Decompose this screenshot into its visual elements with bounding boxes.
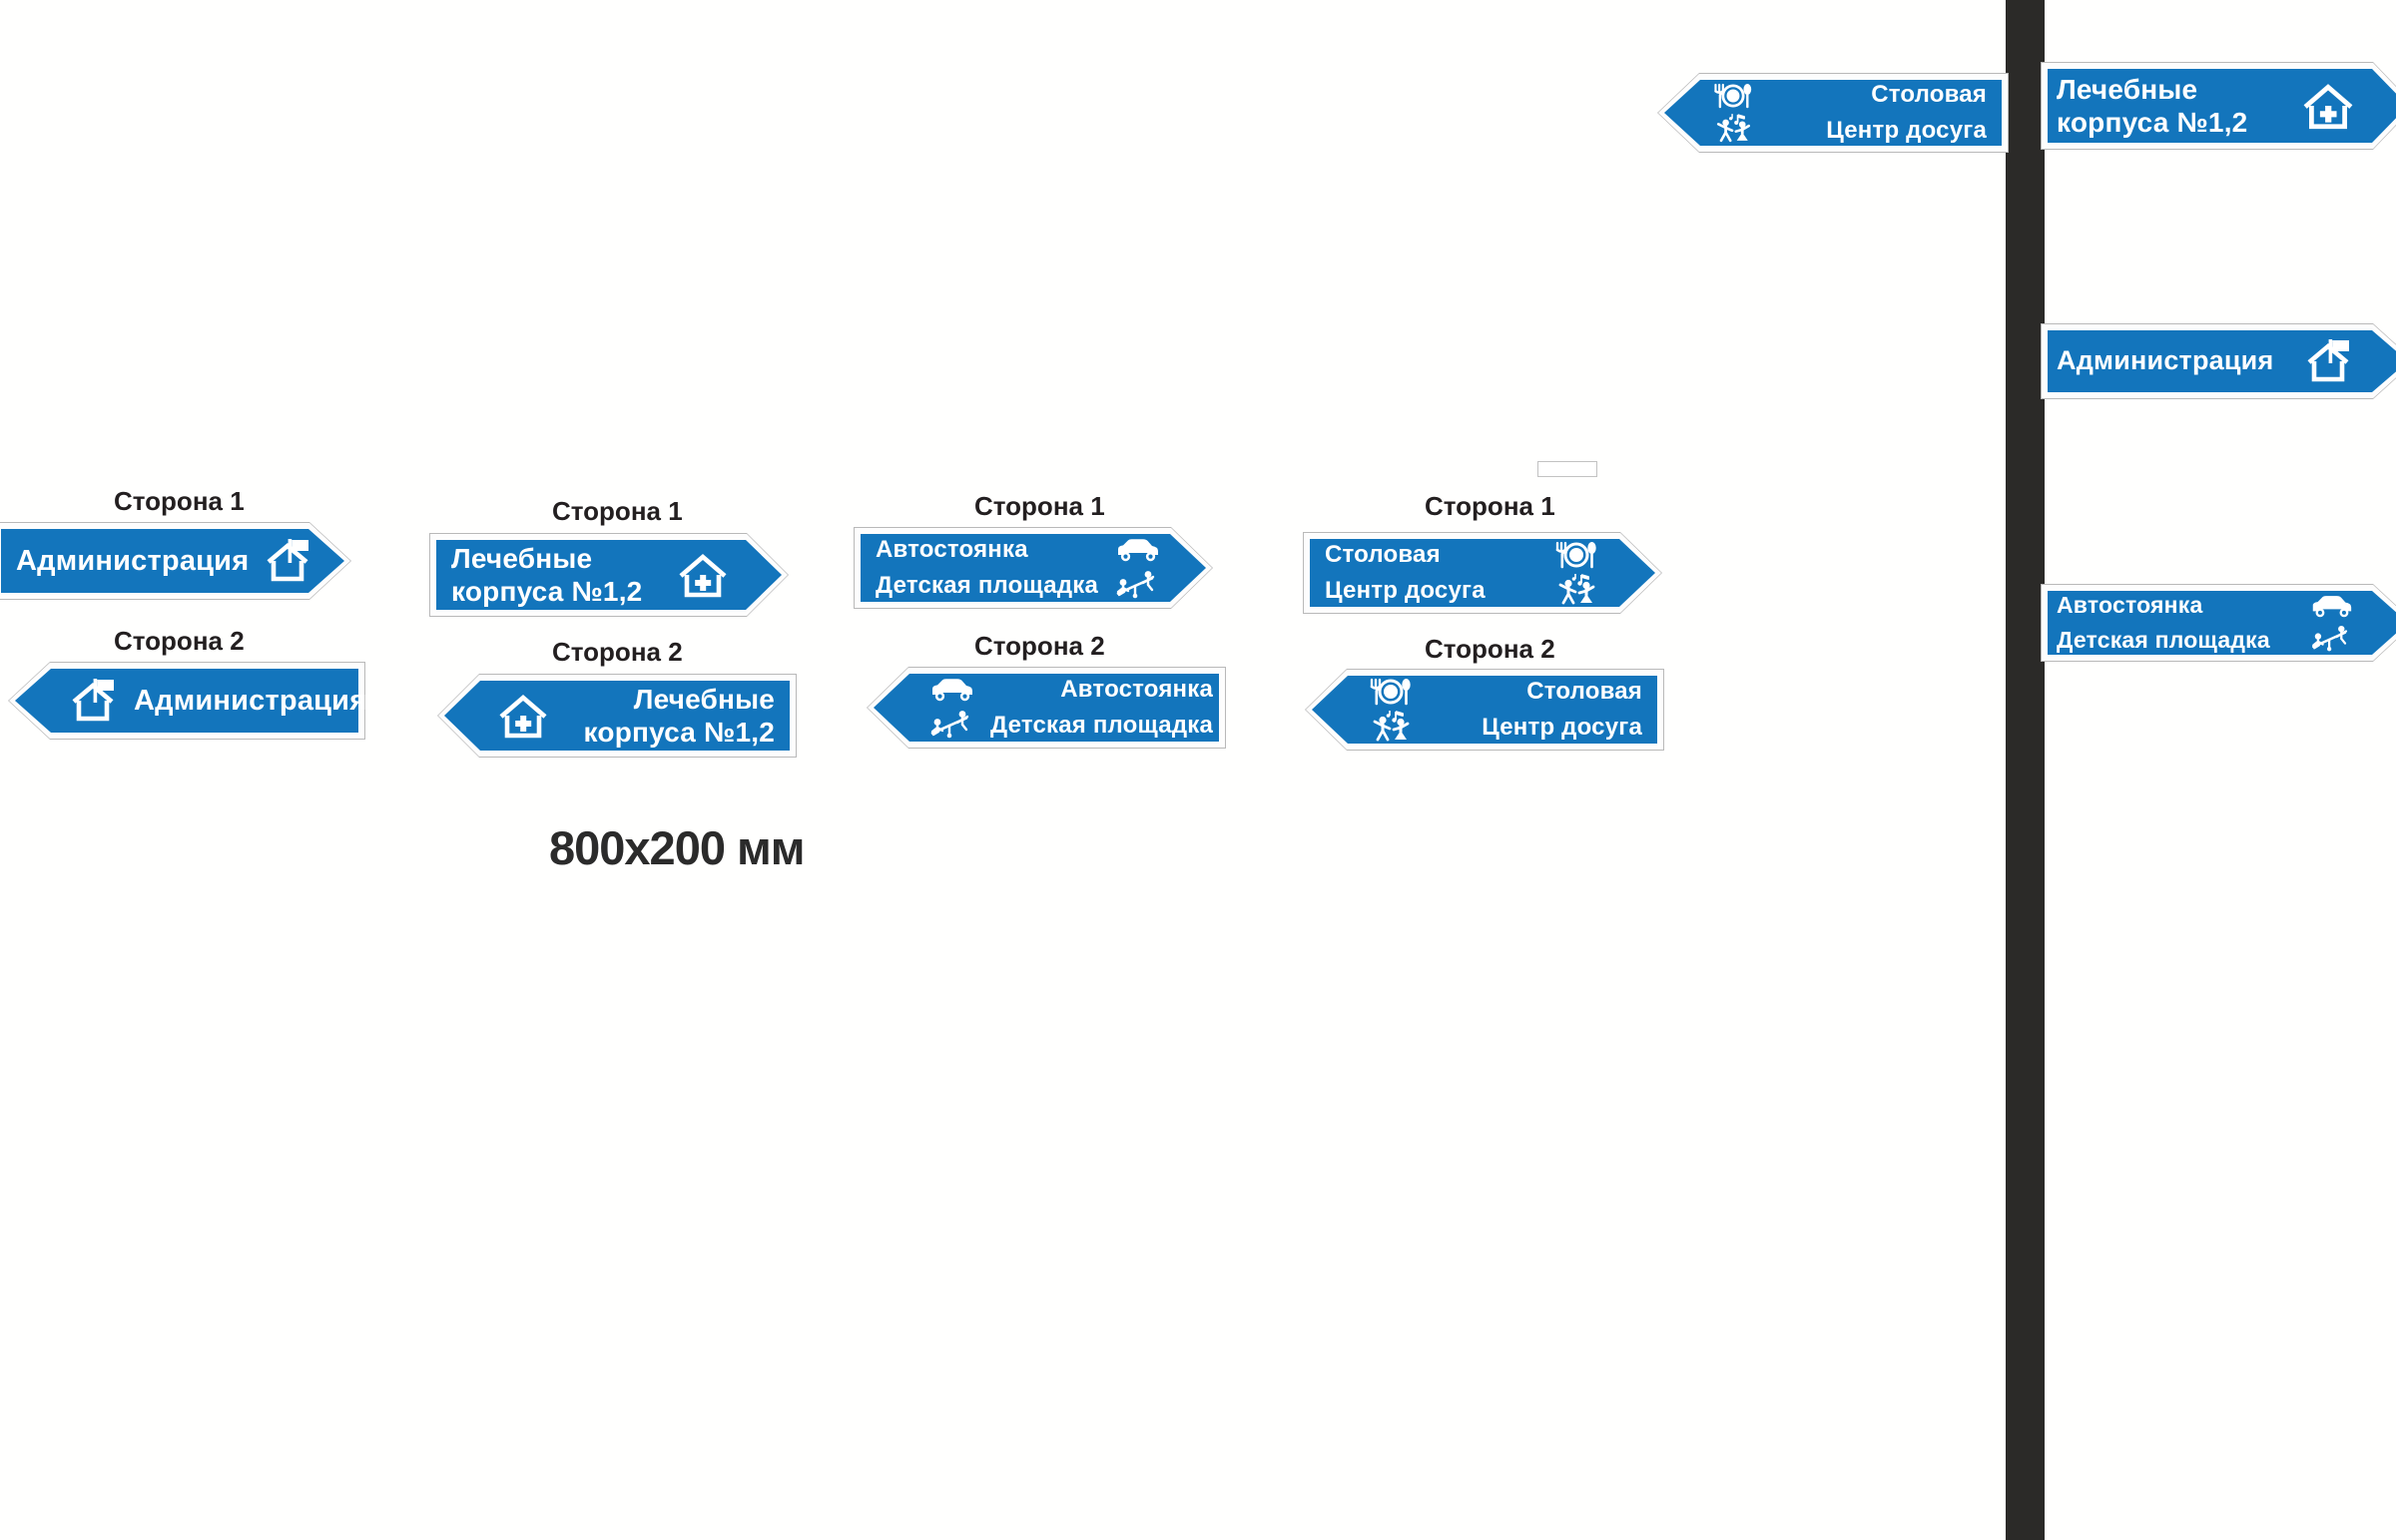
sign-icon-group bbox=[2301, 79, 2355, 133]
sign-icon-group bbox=[677, 549, 729, 601]
sign-face bbox=[1312, 676, 1657, 744]
sign-line: Автостоянка bbox=[1060, 676, 1214, 704]
sign-icon-group bbox=[1550, 541, 1602, 605]
sign-canteen-side1[interactable]: Столовая Центр досуга bbox=[1303, 532, 1662, 614]
pole-sign-parking-playground[interactable]: Автостоянка Детская площадка bbox=[2041, 584, 2396, 662]
sign-line: корпуса №1,2 bbox=[451, 576, 643, 607]
sign-line: Центр досуга bbox=[1325, 577, 1486, 604]
car-icon bbox=[1112, 537, 1162, 564]
sign-icon-group bbox=[68, 676, 120, 726]
sign-line: Администрация bbox=[2057, 345, 2274, 376]
sign-line: Лечебные bbox=[2057, 73, 2198, 105]
pole-sign-medical-buildings[interactable]: Лечебные корпуса №1,2 bbox=[2041, 62, 2396, 150]
sign-line: Центр досуга bbox=[1482, 714, 1642, 741]
dimension-label: 800x200 мм bbox=[549, 821, 806, 874]
caption-group4-side1: Сторона 1 bbox=[1425, 491, 1555, 521]
stray-rectangle-artifact bbox=[1537, 461, 1597, 477]
caption-group1-side2: Сторона 2 bbox=[114, 626, 245, 656]
sign-line: Администрация bbox=[134, 684, 367, 717]
sign-canteen-side2[interactable]: Столовая Центр досуга bbox=[1305, 669, 1664, 751]
seesaw-children-icon bbox=[1112, 569, 1162, 599]
house-with-flag-icon bbox=[68, 676, 120, 726]
sign-line: Лечебные bbox=[633, 683, 775, 715]
sign-administration-side1[interactable]: Администрация bbox=[0, 522, 351, 600]
house-with-cross-icon bbox=[2301, 79, 2355, 133]
caption-group3-side1: Сторона 1 bbox=[974, 491, 1105, 521]
pole-sign-canteen-leisure[interactable]: Столовая Центр досуга bbox=[1657, 73, 2009, 153]
sign-line: Детская площадка bbox=[990, 711, 1214, 739]
sign-icon-group bbox=[1709, 83, 1757, 143]
sign-line: Столовая bbox=[1325, 540, 1441, 568]
house-with-flag-icon bbox=[2303, 336, 2355, 386]
sign-icon-group bbox=[2307, 594, 2355, 652]
sign-line: корпуса №1,2 bbox=[2057, 107, 2248, 138]
sign-line: Детская площадка bbox=[876, 571, 1099, 599]
sign-parking-side1[interactable]: Автостоянка Детская площадка bbox=[854, 527, 1213, 609]
sign-line: Администрация bbox=[16, 544, 250, 577]
seesaw-children-icon bbox=[2307, 624, 2355, 652]
sign-line: Автостоянка bbox=[876, 536, 1028, 564]
sign-medical-side1[interactable]: Лечебные корпуса №1,2 bbox=[429, 533, 789, 617]
car-icon bbox=[2307, 594, 2355, 620]
sign-icon-group bbox=[1365, 678, 1417, 742]
sign-parking-side2[interactable]: Автостоянка Детская площадка bbox=[867, 667, 1226, 749]
caption-group1-side1: Сторона 1 bbox=[114, 486, 245, 516]
plate-fork-spoon-icon bbox=[1365, 678, 1417, 706]
caption-group2-side1: Сторона 1 bbox=[552, 496, 683, 526]
car-icon bbox=[926, 677, 976, 704]
sign-face bbox=[2048, 69, 2396, 143]
sign-line: Детская площадка bbox=[2057, 626, 2270, 653]
sign-face bbox=[15, 669, 358, 733]
sign-pole bbox=[2006, 0, 2045, 1540]
sign-face bbox=[1664, 80, 2002, 146]
sign-line: корпуса №1,2 bbox=[583, 717, 775, 748]
sign-icon-group bbox=[926, 677, 976, 739]
dancing-people-music-icon bbox=[1709, 113, 1757, 143]
seesaw-children-icon bbox=[926, 709, 976, 739]
sign-line: Столовая bbox=[1526, 677, 1642, 705]
sign-icon-group bbox=[497, 690, 549, 742]
sign-face bbox=[874, 674, 1219, 742]
house-with-cross-icon bbox=[677, 549, 729, 601]
sign-icon-group bbox=[263, 536, 314, 586]
plate-fork-spoon-icon bbox=[1550, 541, 1602, 569]
sign-face bbox=[1, 529, 344, 593]
dancing-people-music-icon bbox=[1365, 710, 1417, 742]
sign-line: Лечебные bbox=[451, 542, 593, 574]
caption-group3-side2: Сторона 2 bbox=[974, 631, 1105, 661]
caption-group4-side2: Сторона 2 bbox=[1425, 634, 1555, 664]
sign-face bbox=[1310, 539, 1655, 607]
house-with-flag-icon bbox=[263, 536, 314, 586]
sign-medical-side2[interactable]: Лечебные корпуса №1,2 bbox=[437, 674, 797, 758]
sign-line: Столовая bbox=[1871, 80, 1987, 108]
pole-sign-administration[interactable]: Администрация bbox=[2041, 323, 2396, 399]
sign-administration-side2[interactable]: Администрация bbox=[8, 662, 367, 740]
sign-line: Центр досуга bbox=[1826, 117, 1987, 144]
sign-line: Автостоянка bbox=[2057, 592, 2203, 619]
dancing-people-music-icon bbox=[1550, 573, 1602, 605]
plate-fork-spoon-icon bbox=[1709, 83, 1757, 109]
sign-icon-group bbox=[2303, 336, 2355, 386]
sign-icon-group bbox=[1112, 537, 1162, 599]
house-with-cross-icon bbox=[497, 690, 549, 742]
caption-group2-side2: Сторона 2 bbox=[552, 637, 683, 667]
